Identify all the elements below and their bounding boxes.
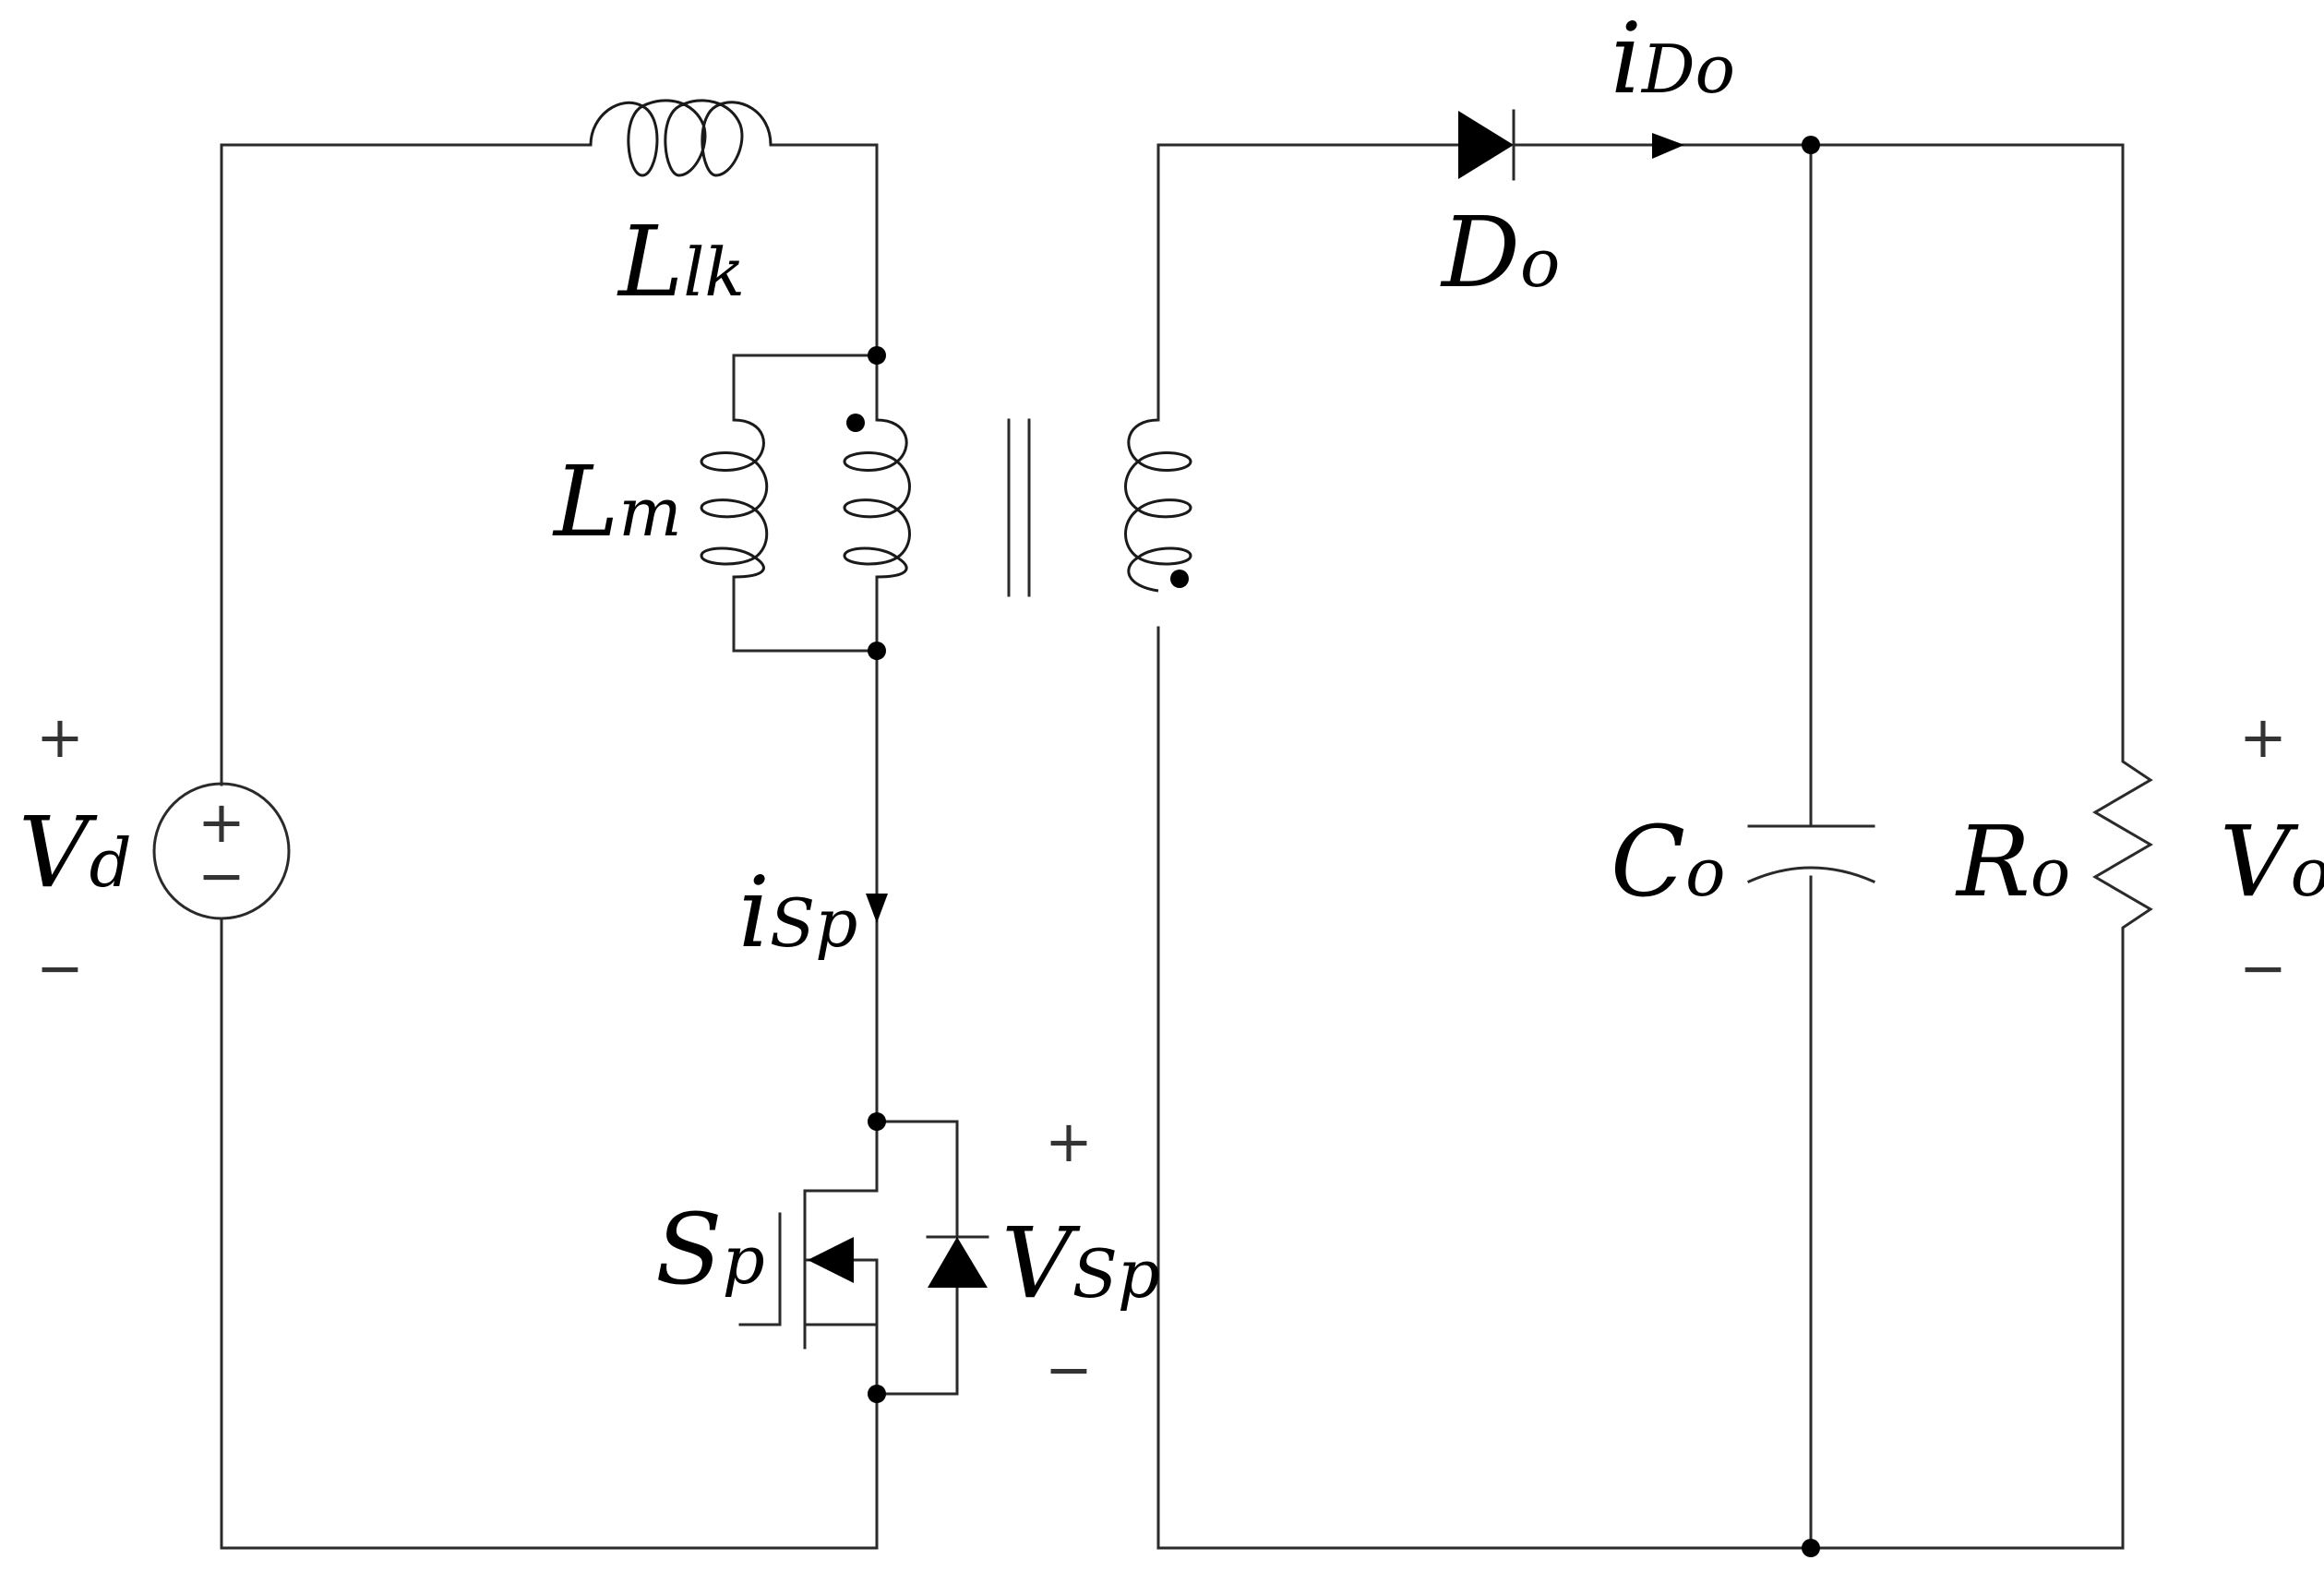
label-sp: Sp (655, 1193, 765, 1306)
leakage-inductor (589, 99, 773, 177)
node-dots (846, 136, 1820, 1557)
polarity-dot-primary (846, 414, 865, 432)
transformer-core (1007, 418, 1031, 597)
vd-plus: + (36, 703, 84, 771)
vo-minus: − (2239, 934, 2287, 1002)
primary-wires (220, 143, 959, 1550)
label-do: Do (1440, 196, 1560, 309)
vo-plus: + (2239, 703, 2287, 771)
label-ido: iDo (1611, 2, 1735, 115)
output-diode (1458, 109, 1515, 181)
magnetizing-inductor (700, 418, 769, 579)
label-vsp: VSp (1001, 1206, 1160, 1320)
label-co: Co (1611, 805, 1725, 918)
label-isp: iSp (738, 856, 857, 969)
body-diode (926, 1235, 989, 1288)
vsp-minus: − (1045, 1336, 1093, 1403)
mosfet-arrow-icon (808, 1237, 854, 1283)
label-vo: Vo (2220, 805, 2324, 918)
vd-minus: − (36, 934, 84, 1002)
diode-current-arrow (1652, 133, 1684, 159)
secondary-wires (1156, 143, 2125, 1550)
transformer-secondary-winding (1124, 418, 1192, 593)
switch-current-arrow (866, 894, 888, 923)
voltage-source: + − (152, 782, 291, 920)
source-minus-sign: − (198, 842, 246, 909)
label-ro: Ro (1955, 805, 2070, 918)
load-resistor (2092, 746, 2153, 939)
source-plus-sign: + (198, 788, 246, 856)
label-llk: Llk (617, 205, 745, 318)
transformer-primary-winding (843, 418, 911, 579)
vsp-plus: + (1045, 1108, 1093, 1175)
label-lm: Lm (552, 445, 682, 558)
label-vd: Vd (18, 796, 132, 909)
mosfet-switch (738, 1189, 879, 1350)
polarity-dot-secondary (1170, 570, 1189, 588)
output-capacitor (1747, 824, 1875, 883)
